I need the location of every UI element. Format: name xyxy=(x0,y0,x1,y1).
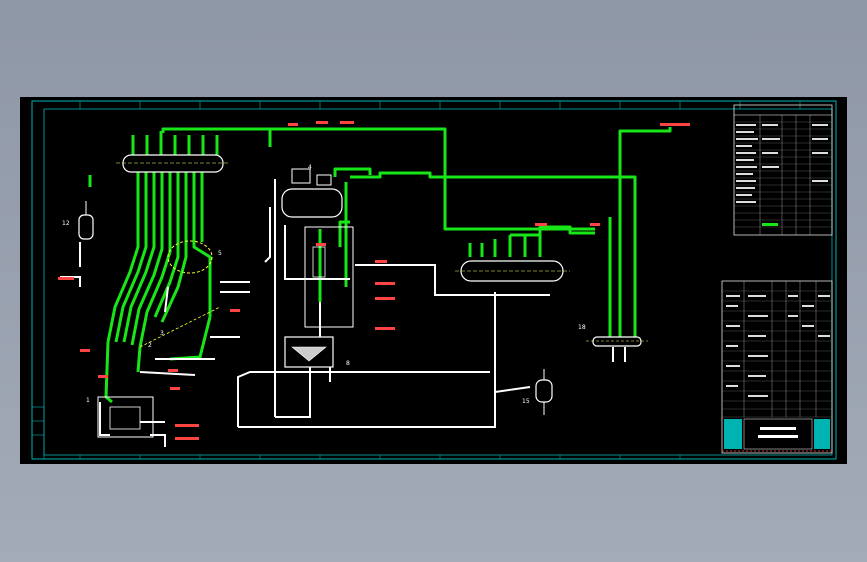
steam-drum-upper xyxy=(116,154,230,173)
tag-2: 2 xyxy=(148,342,152,349)
boiler-base xyxy=(97,396,154,438)
red-annotation-markers xyxy=(58,121,690,440)
tag-18: 18 xyxy=(578,324,586,331)
pid-diagram: 1 2 3 4 5 8 12 15 18 xyxy=(31,100,837,460)
green-pipe-network xyxy=(88,127,672,404)
outer-border xyxy=(31,100,837,460)
small-vessel-left xyxy=(78,201,94,240)
distribution-header xyxy=(586,336,648,347)
tag-15: 15 xyxy=(522,398,530,405)
cad-drawing-canvas[interactable]: 1 2 3 4 5 8 12 15 18 xyxy=(20,97,847,464)
tag-8: 8 xyxy=(346,360,350,367)
equipment-tags: 1 2 3 4 5 8 12 15 18 xyxy=(62,164,586,405)
top-ruler-ticks xyxy=(79,101,801,109)
title-block xyxy=(721,280,833,454)
feedwater-tank xyxy=(284,336,334,368)
bottom-ruler-ticks xyxy=(79,455,681,459)
separator-drum xyxy=(281,168,343,218)
furnace-cyclone xyxy=(139,240,221,348)
left-revision-strip xyxy=(31,406,45,460)
green-main-header xyxy=(161,127,595,231)
tag-12: 12 xyxy=(62,220,70,227)
tag-4: 4 xyxy=(308,164,312,171)
tag-3: 3 xyxy=(160,330,164,337)
middle-column xyxy=(304,226,354,328)
tag-5: 5 xyxy=(218,250,222,257)
right-horizontal-drum xyxy=(455,260,570,282)
small-vessel-right xyxy=(535,369,553,415)
tag-1: 1 xyxy=(86,397,90,404)
equipment-list-table xyxy=(733,104,833,236)
